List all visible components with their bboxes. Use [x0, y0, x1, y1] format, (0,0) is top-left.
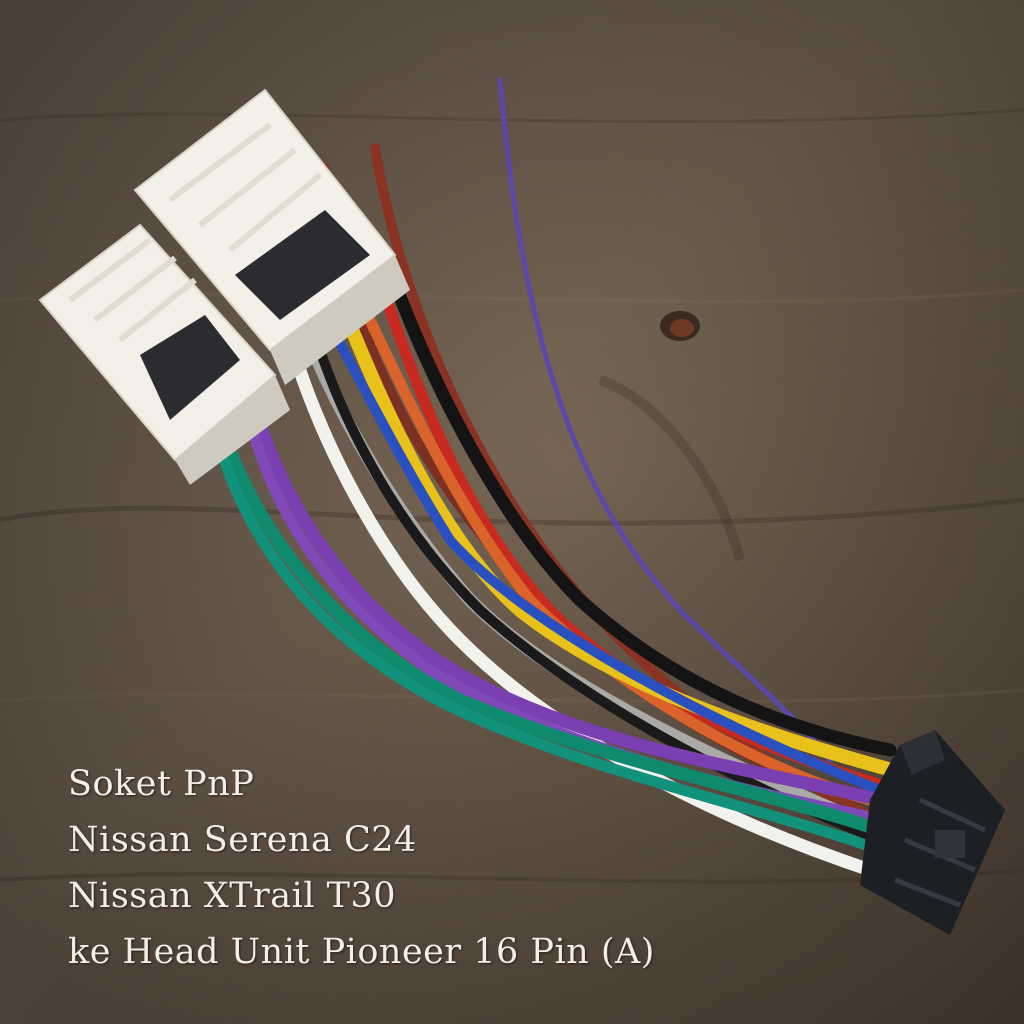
nissan-connector-left — [38, 223, 290, 485]
pioneer-connector — [860, 730, 1005, 935]
wire-yellow — [333, 293, 917, 782]
caption-line-2: Nissan Serena C24 — [68, 820, 417, 860]
wire-purple — [248, 403, 887, 807]
caption: Soket PnP Nissan Serena C24 Nissan XTrai… — [68, 756, 768, 980]
wire-black — [383, 263, 897, 757]
wire-blue — [320, 310, 885, 795]
wire-black-second — [310, 330, 885, 845]
caption-line-4: ke Head Unit Pioneer 16 Pin (A) — [68, 932, 655, 972]
wire-green-second — [209, 424, 886, 856]
wire-white — [283, 333, 877, 877]
caption-line-3: Nissan XTrail T30 — [68, 876, 397, 916]
wire-thin-violet — [497, 77, 833, 763]
wire-orange — [354, 294, 896, 811]
wood-knot — [660, 311, 700, 341]
wire-green — [213, 418, 887, 837]
caption-line-1: Soket PnP — [68, 764, 255, 804]
nissan-connector-right — [133, 88, 410, 385]
